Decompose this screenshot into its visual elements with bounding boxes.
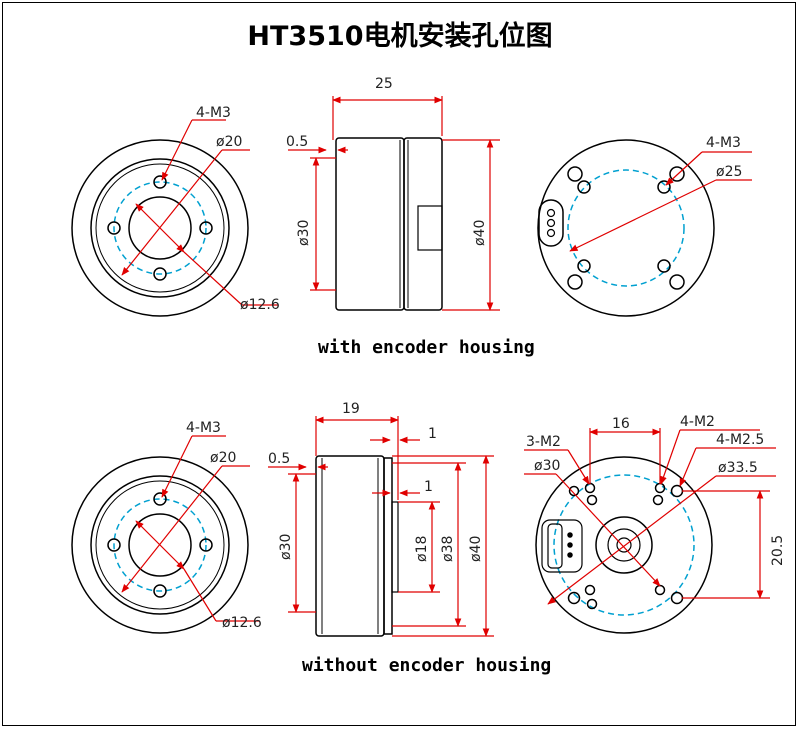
label-side-d30: ø30 [278,534,294,560]
cover-screw [567,274,583,290]
cover-screw [669,166,685,182]
outer-rim [71,456,249,634]
side-view-with-encoder [335,137,443,311]
cover-screw [669,274,685,290]
front-view-without-encoder [71,456,249,634]
mount-hole [199,538,213,552]
label-back-holes: 4-M3 [706,135,741,151]
back-view-with-encoder [537,139,715,317]
m25-hole [567,591,581,605]
mount-hole [577,259,591,273]
label-back-m2-4: 4-M2 [680,414,715,430]
front-view-with-encoder [71,139,249,317]
mount-hole [153,492,167,506]
m2-hole [584,584,596,596]
mount-hole [153,175,167,189]
label-back-pcd: ø25 [716,164,742,180]
label-side-step: 0.5 [268,451,290,467]
label-back-height: 20.5 [770,535,786,566]
outer-rim [71,139,249,317]
m2-hole [654,482,666,494]
mount-hole [107,538,121,552]
label-front-holes: 4-M3 [196,105,231,121]
label-front-center: ø12.6 [222,615,262,631]
label-side-d40: ø40 [472,220,488,246]
m2-hole [586,494,598,506]
rear-boss [391,501,399,593]
cover-screw [567,166,583,182]
label-side-length: 25 [375,76,393,92]
mount-hole [657,180,671,194]
mount-hole [153,584,167,598]
center-bearing [595,516,653,574]
rear-flange [383,457,393,635]
center-boss [128,513,192,577]
mount-hole [199,221,213,235]
encoder-connector [417,205,443,251]
mount-hole [153,267,167,281]
side-view-without-encoder [315,455,399,637]
label-side-1a: 1 [428,426,437,442]
label-front-pcd: ø20 [216,134,242,150]
label-side-d30: ø30 [296,220,312,246]
mount-hole [577,180,591,194]
label-side-length: 19 [342,401,360,417]
m25-hole [670,591,684,605]
label-front-holes: 4-M3 [186,420,221,436]
rotor-inner-ring [95,480,225,610]
encoder-cover [537,139,715,317]
center-boss [128,196,192,260]
pcd-circle [113,498,207,592]
caption-without-encoder: without encoder housing [302,655,552,676]
label-side-step: 0.5 [286,134,308,150]
m2-hole [654,584,666,596]
motor-body [315,455,385,637]
label-back-m25: 4-M2.5 [716,432,764,448]
label-side-1b: 1 [424,479,433,495]
back-view-without-encoder [535,456,713,634]
side-dims-without-encoder [268,416,494,637]
m25-hole [670,484,684,498]
front-dims-with-encoder [121,119,278,306]
page-title: HT3510电机安装孔位图 [247,21,553,52]
mount-hole [657,259,671,273]
cable-outlet [538,199,564,247]
side-dims-with-encoder [288,96,500,311]
label-front-center: ø12.6 [240,297,280,313]
label-back-d30: ø30 [534,458,560,474]
caption-with-encoder: with encoder housing [318,337,535,358]
label-side-d40: ø40 [468,536,484,562]
pcd-circle [553,474,695,616]
m2-hole [584,482,596,494]
wire-pad [541,519,583,573]
label-back-d335: ø33.5 [718,460,758,476]
back-dims-with-encoder [569,151,752,252]
m2-hole [568,485,580,497]
label-back-spacing: 16 [612,416,630,432]
mount-hole [107,221,121,235]
stator-back [535,456,713,634]
m2-hole [586,598,598,610]
m2-hole [652,494,664,506]
rotor-face [90,158,230,298]
front-dims-without-encoder [121,435,260,622]
back-dims-without-encoder [524,428,776,605]
label-side-d18: ø18 [414,536,430,562]
pcd-circle [113,181,207,275]
encoder-housing [403,137,443,311]
label-back-m2-3: 3-M2 [526,434,561,450]
motor-body [335,137,405,311]
rotor-face [90,475,230,615]
label-side-d38: ø38 [440,536,456,562]
label-front-pcd: ø20 [210,450,236,466]
pcd-circle [567,169,685,287]
rotor-inner-ring [95,163,225,293]
